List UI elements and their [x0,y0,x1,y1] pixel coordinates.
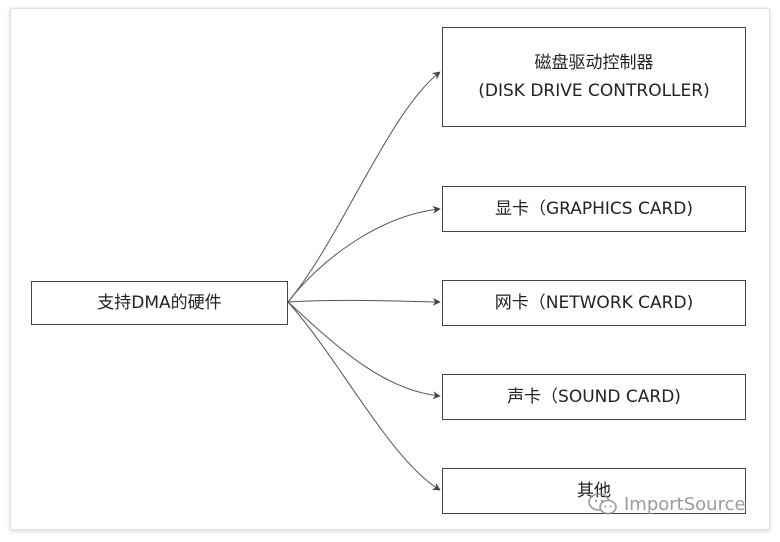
child-node-sound-label: 声卡（SOUND CARD) [507,387,681,407]
connector-arrow-other [287,301,441,491]
child-node-sound: 声卡（SOUND CARD) [442,374,746,420]
connector-arrow-disk [287,71,441,303]
root-node-label: 支持DMA的硬件 [97,293,222,313]
watermark: ImportSource [588,492,746,516]
child-node-graphics-label: 显卡（GRAPHICS CARD) [494,199,694,219]
child-node-other: 其他 [442,468,746,514]
child-node-other-label: 其他 [577,481,611,501]
child-node-network-label: 网卡（NETWORK CARD) [494,293,694,313]
child-node-network: 网卡（NETWORK CARD) [442,280,746,326]
wechat-icon [588,493,617,515]
root-node: 支持DMA的硬件 [31,281,288,325]
connector-arrow-sound [287,301,441,400]
child-node-disk-title: 磁盘驱动控制器 [534,53,654,73]
child-node-disk-subtitle: (DISK DRIVE CONTROLLER) [478,81,710,101]
watermark-text: ImportSource [624,493,746,515]
connector-arrow-network [287,297,441,306]
child-node-graphics: 显卡（GRAPHICS CARD) [442,186,746,232]
connector-arrow-graphics [287,205,441,303]
child-node-disk: 磁盘驱动控制器 (DISK DRIVE CONTROLLER) [442,27,746,127]
